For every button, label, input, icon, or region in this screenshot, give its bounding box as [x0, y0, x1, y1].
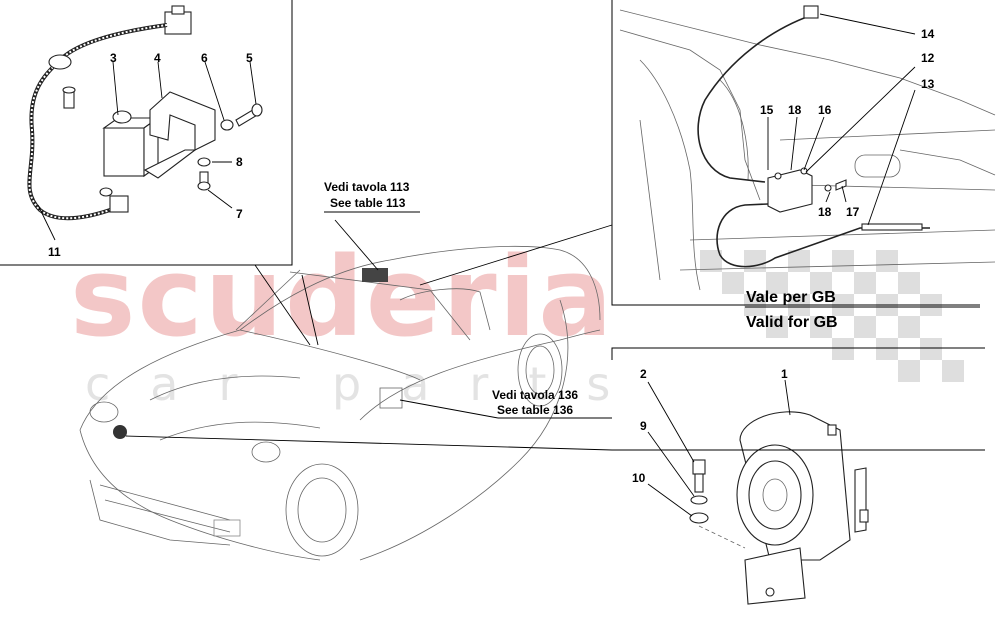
callout-12: 12 — [921, 51, 935, 65]
siren-bolt — [692, 459, 706, 475]
siren-nut — [689, 512, 709, 524]
control-unit — [767, 169, 813, 213]
ref-113-en[interactable]: See table 113 — [330, 196, 406, 210]
callout-18-bottom: 18 — [818, 205, 832, 219]
gb-note: Vale per GB Valid for GB — [746, 289, 838, 331]
siren-location — [113, 425, 127, 439]
callout-2: 2 — [640, 367, 647, 381]
washer — [220, 119, 234, 131]
callout-labels: 3 4 6 5 8 7 11 14 12 13 15 18 16 18 17 1… — [48, 27, 935, 485]
callout-17: 17 — [846, 205, 860, 219]
panel-border-top-left — [0, 0, 293, 266]
sensor-bracket — [149, 91, 216, 151]
car-outline — [79, 245, 601, 561]
watermark-brand: scuderia — [70, 233, 615, 361]
sensor-nut — [99, 187, 113, 197]
callout-1: 1 — [781, 367, 788, 381]
rear-wheel — [517, 333, 563, 407]
callout-8: 8 — [236, 155, 243, 169]
sensor-strip — [861, 223, 923, 231]
door-handle — [379, 387, 403, 409]
callout-7: 7 — [236, 207, 243, 221]
sensor-cable — [716, 203, 930, 268]
callout-18-top: 18 — [788, 103, 802, 117]
interior-sensor — [362, 268, 388, 282]
spring-washer — [197, 157, 211, 167]
callout-4: 4 — [154, 51, 161, 65]
headlight-right — [251, 441, 281, 463]
panel-borders — [0, 0, 985, 360]
table-references: Vedi tavola 113 See table 113 Vedi tavol… — [324, 180, 578, 417]
panel-border-bottom-right — [611, 347, 985, 360]
siren-assembly — [689, 411, 869, 605]
gb-inset — [619, 5, 996, 291]
siren-washer — [690, 495, 708, 505]
front-grille — [89, 479, 231, 546]
ref-113-it[interactable]: Vedi tavola 113 — [324, 180, 410, 194]
antenna — [803, 5, 819, 19]
callout-15: 15 — [760, 103, 774, 117]
windshield — [289, 271, 471, 341]
unit-screw — [835, 179, 847, 191]
watermark-tagline: car parts — [85, 357, 650, 411]
callout-13: 13 — [921, 77, 935, 91]
leader-lines — [37, 13, 985, 517]
sensor-assembly — [27, 5, 263, 221]
callout-3: 3 — [110, 51, 117, 65]
sensor-body — [103, 127, 145, 177]
gb-note-en: Valid for GB — [746, 314, 838, 331]
siren-bracket — [744, 547, 806, 605]
front-wheel — [285, 463, 359, 557]
callout-10: 10 — [632, 471, 646, 485]
panel-border-top-right — [611, 0, 980, 306]
ref-136-en[interactable]: See table 136 — [497, 403, 573, 417]
callout-5: 5 — [246, 51, 253, 65]
headlight-left — [89, 401, 119, 423]
harness-grommet — [48, 54, 72, 70]
callout-16: 16 — [818, 103, 832, 117]
sensor-connector — [109, 195, 129, 213]
antenna-cable — [697, 14, 813, 183]
callout-9: 9 — [640, 419, 647, 433]
harness-connector — [164, 11, 192, 35]
callout-6: 6 — [201, 51, 208, 65]
callout-11: 11 — [48, 245, 61, 259]
callout-14: 14 — [921, 27, 935, 41]
gb-note-it: Vale per GB — [746, 289, 836, 306]
ref-136-it[interactable]: Vedi tavola 136 — [492, 388, 578, 402]
